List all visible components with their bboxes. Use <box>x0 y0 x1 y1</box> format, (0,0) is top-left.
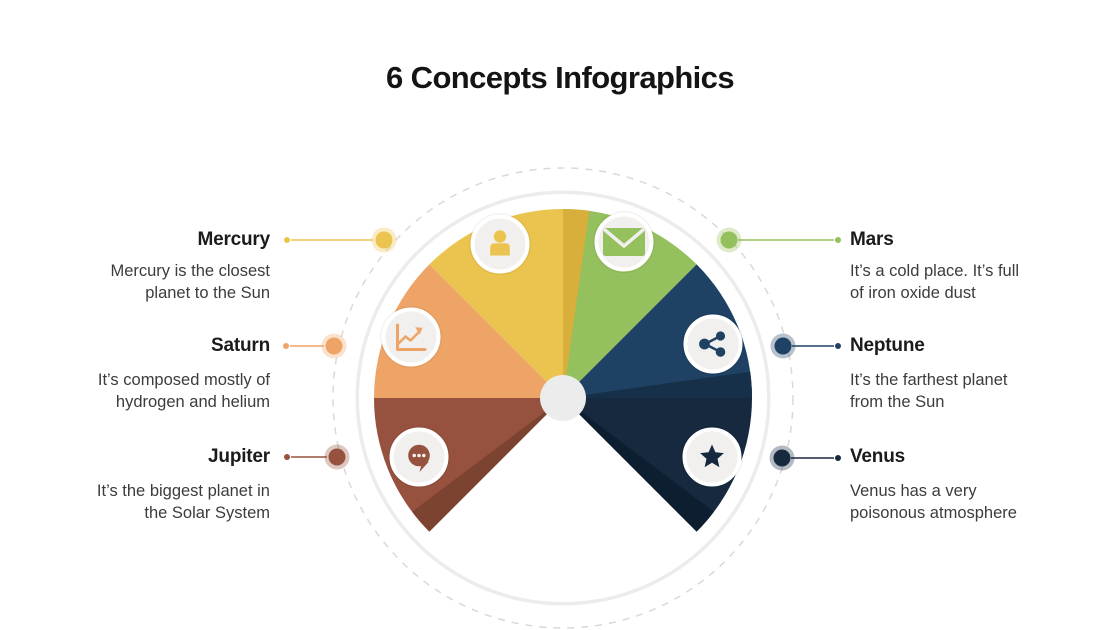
label-mercury-title: Mercury <box>197 229 270 250</box>
desc-line: of iron oxide dust <box>850 284 976 302</box>
connector-dot <box>773 449 791 467</box>
connector-dot <box>325 337 343 355</box>
segment-mercury <box>429 209 563 398</box>
connector-dot <box>375 231 393 249</box>
connector-end-dot <box>283 343 289 349</box>
connector-end-dot <box>284 237 290 243</box>
connector-dot <box>720 231 738 249</box>
connector-end-dot <box>835 455 841 461</box>
envelope-icon <box>603 228 645 256</box>
speech-icon <box>408 444 430 472</box>
label-venus-desc: Venus has a very poisonous atmosphere <box>850 480 1017 524</box>
desc-line: from the Sun <box>850 393 945 411</box>
desc-line: It’s composed mostly of <box>97 371 270 389</box>
label-saturn-desc: It’s composed mostly of hydrogen and hel… <box>98 369 270 413</box>
label-mars-title: Mars <box>850 229 894 250</box>
neptune-connector <box>770 333 841 359</box>
desc-line: hydrogen and helium <box>115 393 270 411</box>
page-title: 6 Concepts Infographics <box>386 60 735 95</box>
badge-circle <box>381 307 441 367</box>
desc-line: Mercury is the closest <box>110 262 270 280</box>
connector-end-dot <box>284 454 290 460</box>
desc-line: It’s the biggest planet in <box>96 482 270 500</box>
saturn-icon-badge <box>380 306 442 368</box>
segment-mercury-shade <box>563 208 590 398</box>
jupiter-connector <box>284 444 350 470</box>
jupiter-icon-badge <box>388 426 450 488</box>
label-jupiter-title: Jupiter <box>208 446 270 467</box>
mercury-connector <box>284 227 397 253</box>
desc-line: It’s the farthest planet <box>850 371 1008 389</box>
saturn-connector <box>283 333 347 359</box>
venus-icon-badge <box>681 426 743 488</box>
segment-jupiter-shade <box>412 398 563 532</box>
desc-line: planet to the Sun <box>145 284 270 302</box>
desc-line: the Solar System <box>144 504 270 522</box>
share-icon <box>699 331 726 357</box>
label-mars-desc: It’s a cold place. It’s full of iron oxi… <box>850 260 1019 304</box>
connector-end-dot <box>835 343 841 349</box>
segment-venus-shade <box>563 398 714 532</box>
dashed-orbit-ring <box>332 167 794 629</box>
connector-dot <box>774 337 792 355</box>
badge-circle <box>683 314 743 374</box>
label-saturn-title: Saturn <box>211 335 270 356</box>
venus-connector <box>769 445 841 471</box>
neptune-icon-badge <box>682 313 744 375</box>
person-icon <box>490 230 510 256</box>
mercury-icon-badge <box>469 213 531 275</box>
label-mercury-desc: Mercury is the closest planet to the Sun <box>110 260 270 304</box>
label-venus-title: Venus <box>850 446 905 467</box>
center-hub <box>540 375 586 421</box>
label-neptune-title: Neptune <box>850 335 925 356</box>
desc-line: It’s a cold place. It’s full <box>850 262 1020 280</box>
chart-icon <box>396 323 427 351</box>
star-icon <box>700 444 724 468</box>
label-neptune-desc: It’s the farthest planet from the Sun <box>850 369 1007 413</box>
segment-mars <box>563 209 697 398</box>
desc-line: poisonous atmosphere <box>850 504 1017 522</box>
segment-neptune-shade <box>563 371 753 398</box>
mars-connector <box>716 227 841 253</box>
connector-dot <box>328 448 346 466</box>
desc-line: Venus has a very <box>850 482 977 500</box>
label-jupiter-desc: It’s the biggest planet in the Solar Sys… <box>97 480 270 524</box>
connector-end-dot <box>835 237 841 243</box>
mars-icon-badge <box>593 211 655 273</box>
